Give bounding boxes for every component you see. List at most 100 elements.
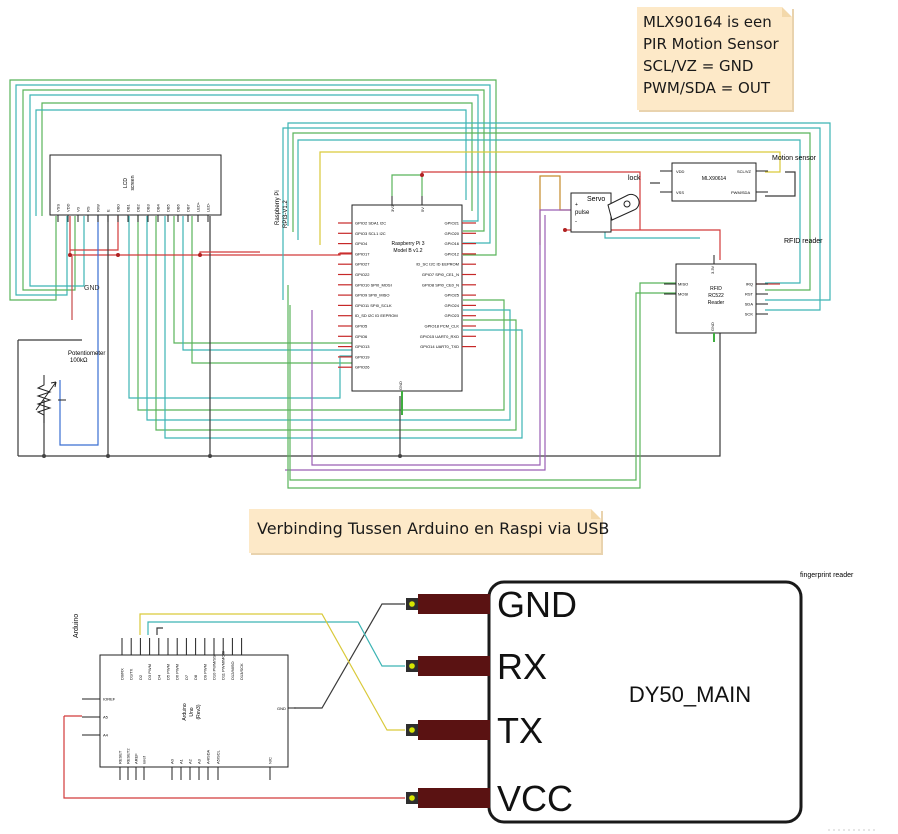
lcd-pin-label: E: [106, 209, 111, 212]
lcd-pin-label: LED-: [206, 202, 211, 212]
arduino-pin-gnd: GND: [277, 706, 286, 711]
rfid-name: RFID: [710, 286, 722, 292]
raspi-left-pin-label: GPIO26: [355, 365, 370, 370]
arduino-top-pin-label: D5 PWM: [166, 664, 171, 680]
lcd-pin-label: DB6: [176, 203, 181, 212]
raspi-right-pin-label: GPIO18 PCM_CLK: [425, 324, 460, 329]
note-line: SCL/VZ = GND: [643, 57, 754, 75]
fingerprint-pin-label: VCC: [497, 778, 573, 819]
arduino-top-pin-label: D10 PWM/SS: [212, 655, 217, 680]
raspi-left-pin-label: ID_SD I2C ID EEPROM: [355, 313, 398, 318]
servo-name: Servo: [587, 196, 605, 203]
raspi-left-pin-label: GPIO13: [355, 344, 370, 349]
lcd-pin-label: DB7: [186, 203, 191, 212]
lcd-pin-label: DB1: [126, 203, 131, 212]
lcd-pin-label: DB2: [136, 203, 141, 212]
raspi-left-pin-label: GPIO22: [355, 272, 370, 277]
pir-name: MLX90614: [702, 176, 726, 182]
gnd-junction-dots: [42, 454, 402, 458]
raspi-pin-3v3: 3V3: [390, 204, 395, 212]
note-line: PIR Motion Sensor: [643, 35, 779, 53]
gnd-wire-label: GND: [84, 285, 100, 292]
rfid-right-pin-label: IRQ: [746, 282, 753, 287]
fingerprint-pin-contact: [408, 600, 416, 608]
raspi-left-pin-label: GPIO11 SPI0_SCLK: [355, 303, 392, 308]
arduino-bottom-pin-label: A4/SDA: [206, 749, 211, 764]
lcd-pin-label: VDD: [66, 203, 71, 212]
fingerprint-pin-contact: [408, 662, 416, 670]
lcd-pin-label: DB4: [156, 203, 161, 212]
arduino-left-pin-label: IOREF: [103, 697, 116, 702]
arduino-model: Uno: [189, 707, 195, 716]
arduino-bottom-pin-label: ioref: [142, 755, 147, 764]
raspi-left-pin-label: GPIO5: [355, 324, 368, 329]
raspi-right-pin-label: GPIO20: [445, 231, 460, 236]
arduino-bottom-pin-label: A2: [188, 758, 193, 764]
lcd-pin-label: V0: [76, 206, 81, 212]
arduino-bottom-pin-label: N/C: [268, 757, 273, 764]
pir-pin-pwm: PWM/SDA: [731, 190, 750, 195]
raspi-right-pin-label: GPIO7 SPI0_CE1_N: [422, 272, 459, 277]
raspi-right-pin-label: GPIO24: [445, 303, 460, 308]
servo-pin-minus: -: [575, 219, 577, 225]
raspi-left-pin-label: GPIO19: [355, 354, 370, 359]
raspi-right-pin-label: GPIO15 UART0_RXD: [420, 334, 459, 339]
arduino-top-pin-label: D0/RX: [120, 668, 125, 680]
lock-label: lock: [628, 175, 641, 182]
lcd-title: LCD: [123, 178, 129, 188]
raspi-pin-gnd: GND: [398, 381, 403, 390]
arduino-top-pin-label: D8: [193, 674, 198, 680]
rfid-pin-gnd: GND: [710, 322, 715, 331]
raspi-right-pin-label: GPIO8 SPI0_CE0_N: [422, 282, 459, 287]
arduino-bottom-pin-label: A0: [170, 758, 175, 764]
servo-pin-pulse: pulse: [575, 210, 590, 216]
wires: [9, 79, 831, 799]
arduino-top-pin-label: D13/SCK: [239, 663, 244, 680]
arduino-bottom-pin-label: RESET: [118, 750, 123, 764]
raspi-left-pin-label: GPIO10 SPI0_MOSI: [355, 282, 392, 287]
note-fold: [782, 7, 792, 17]
pir-label: Motion sensor: [772, 155, 817, 162]
potentiometer-name: Potentiometer: [68, 351, 105, 357]
arduino-bottom-pin-label: A5/SCL: [216, 749, 221, 764]
raspi-right-pin-label: GPIO14 UART0_TXD: [420, 344, 459, 349]
raspi-side-label: Raspberry Pi: [275, 190, 281, 225]
arduino-label: Arduino: [73, 614, 80, 638]
raspi-right-pin-label: GPIO16: [445, 241, 460, 246]
pir-pin-vdd: VDD: [676, 169, 685, 174]
rfid-type: Reader: [708, 300, 725, 306]
arduino-left-pin-label: A4: [103, 733, 109, 738]
lcd-pin-label: RS: [86, 206, 91, 212]
arduino-top-pin-label: D1/TX: [129, 668, 134, 680]
lcd-pin-label: LED+: [196, 201, 201, 212]
raspi-left-pin-label: GPIO17: [355, 251, 370, 256]
note-fold: [591, 509, 601, 519]
raspi-left-pin-label: GPIO2 SDA1 I2C: [355, 221, 386, 226]
arduino-top-pin-label: D2: [138, 674, 143, 680]
arduino-top-pin-label: D3 PWM: [147, 664, 152, 680]
pir-pin-vss: VSS: [676, 190, 684, 195]
potentiometer-value: 100kΩ: [70, 358, 88, 364]
lcd-pin-label: DB5: [166, 203, 171, 212]
rfid-right-pin-label: SDA: [745, 302, 754, 307]
arduino-bottom-pin-label: A1: [179, 758, 184, 764]
raspi-title: Raspberry Pi 3: [391, 241, 424, 247]
fingerprint-main: DY50_MAIN: [629, 682, 751, 707]
raspi-right-pin-label: GPIO21: [445, 221, 460, 226]
fingerprint-pin-contact: [408, 794, 416, 802]
potentiometer: Potentiometer 100kΩ: [35, 351, 105, 423]
fingerprint-pin-contact: [408, 726, 416, 734]
raspberry-pi: Raspberry Pi 3 Model B v1.2 Raspberry Pi…: [275, 190, 476, 415]
servo-pin-plus: +: [575, 202, 578, 208]
raspi-right-pin-label: GPIO23: [445, 313, 460, 318]
raspi-left-pin-label: GPIO9 SPI0_MISO: [355, 293, 389, 298]
arduino-top-pin-label: D7: [184, 674, 189, 680]
arduino-left-pin-label: A5: [103, 715, 109, 720]
raspi-left-pin-label: GPIO3 SCL1 I2C: [355, 231, 386, 236]
servo: Servo + pulse -: [570, 192, 640, 233]
fingerprint-pin-label: RX: [497, 646, 547, 687]
rfid-left-pin-label: MISO: [678, 282, 688, 287]
rfid-right-pin-label: RST: [745, 292, 754, 297]
arduino-top-pin-label: D6 PWM: [175, 664, 180, 680]
